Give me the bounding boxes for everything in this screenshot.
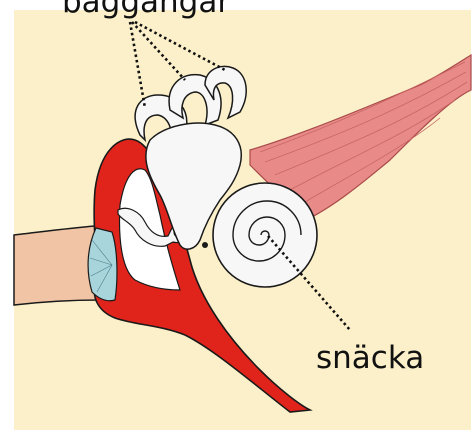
cochlea [213, 183, 317, 287]
eardrum [88, 228, 117, 301]
label-cochlea: snäcka [316, 340, 424, 376]
round-window [202, 242, 208, 248]
skin-outer-ear [14, 226, 100, 305]
label-semicircular-canals: båggångar [62, 0, 230, 20]
